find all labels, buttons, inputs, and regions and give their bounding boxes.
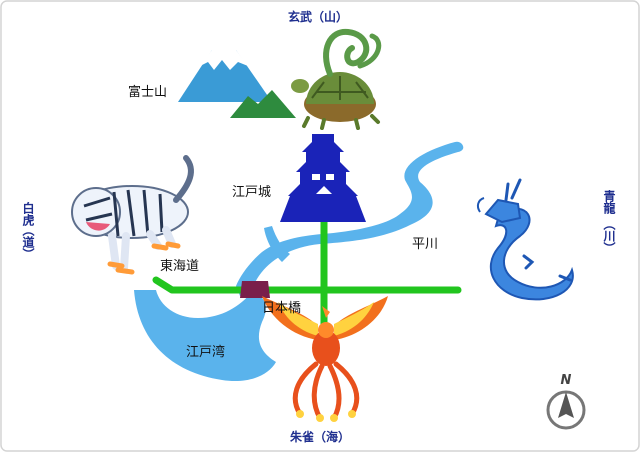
west-label-line1: 白虎 <box>21 201 35 227</box>
castle-label: 江戸城 <box>232 185 271 200</box>
north-label: 玄武（山） <box>288 9 348 24</box>
road-label: 東海道 <box>160 258 199 274</box>
east-label-line2: （川） <box>602 218 616 254</box>
compass-icon <box>548 392 584 428</box>
compass-n-label: N <box>561 373 572 388</box>
south-label: 朱雀（海） <box>290 429 350 444</box>
east-label-line1: 青龍 <box>602 189 616 215</box>
nihonbashi-bridge <box>240 281 270 298</box>
bay-label: 江戸湾 <box>186 344 225 360</box>
fuji-label: 富士山 <box>128 84 167 100</box>
bridge-label: 日本橋 <box>262 301 301 316</box>
west-label-line2: （道） <box>21 224 35 260</box>
river-label: 平川 <box>412 237 438 252</box>
